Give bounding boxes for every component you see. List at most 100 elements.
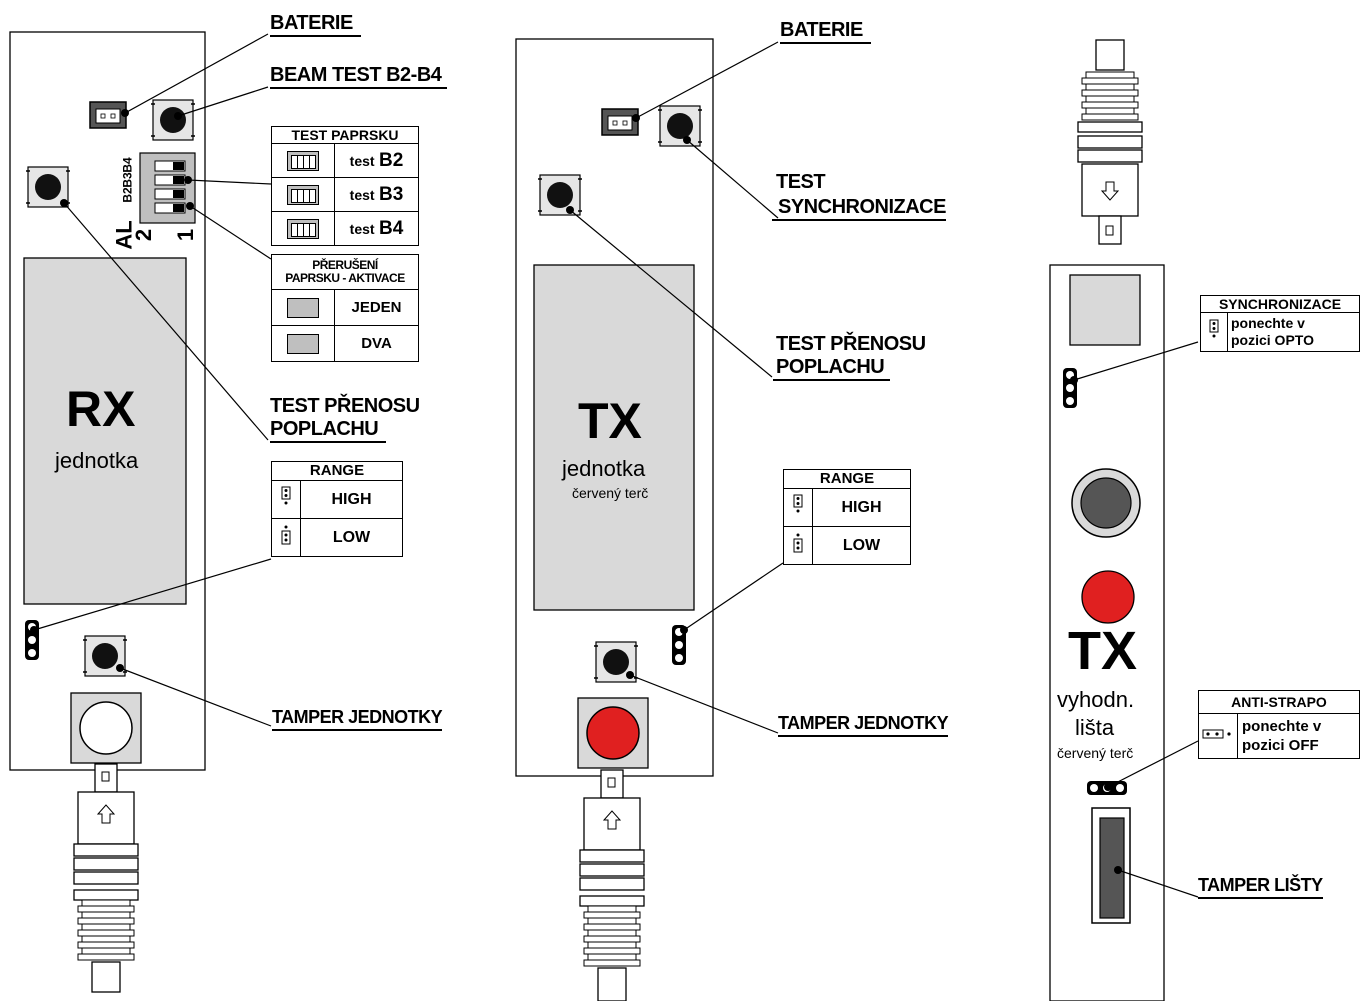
- jumper-opto-icon: [1209, 319, 1219, 337]
- table-row: DVA: [271, 325, 419, 362]
- rx-lens: [79, 701, 133, 755]
- dip-icon-cell: [271, 177, 335, 212]
- leader-lines: [33, 33, 1199, 898]
- table-row: test B3: [271, 177, 419, 212]
- sync-header: SYNCHRONIZACE: [1200, 295, 1360, 313]
- table-row: JEDEN: [271, 289, 419, 326]
- rx-baterie-label: BATERIE: [270, 12, 361, 37]
- dip-setting-icon: [287, 150, 319, 171]
- dip-icon-cell: [271, 143, 335, 178]
- rx-high-cell: HIGH: [300, 480, 403, 519]
- tx-red-target: [586, 706, 640, 760]
- tx-test-prenosu-label-1: TEST PŘENOSU: [776, 333, 926, 355]
- jumper-icon-cell: [1200, 312, 1228, 352]
- rx-range-header: RANGE: [271, 461, 403, 481]
- rx-tamper-label: TAMPER JEDNOTKY: [272, 706, 443, 731]
- rx-title: RX: [66, 381, 136, 437]
- anti-strapo-header: ANTI-STRAPO: [1198, 690, 1360, 714]
- dip-label-b4: B4: [120, 157, 135, 173]
- table-row: test B4: [271, 211, 419, 246]
- bar-subtitle-2: lišta: [1075, 715, 1115, 740]
- tx-range-table: RANGE HIGH LOW: [783, 469, 911, 565]
- jumper-icon-cell: [271, 480, 301, 519]
- rx-connector: [73, 763, 139, 993]
- test-paprsku-table: TEST PAPRSKU test B2: [271, 126, 419, 246]
- leader-dots: [30, 109, 1122, 874]
- tx-title: TX: [578, 393, 642, 449]
- rx-test-prenosu-label-2: POPLACHU: [270, 418, 387, 443]
- table-row: LOW: [783, 526, 911, 565]
- dip-setting-icon: [287, 184, 319, 205]
- tx-high-cell: HIGH: [812, 488, 911, 527]
- tx-subtitle-2: červený terč: [572, 485, 649, 501]
- jumper-icon-cell: [783, 488, 813, 527]
- jumper-high-icon: [281, 486, 291, 505]
- table-row: test B2: [271, 143, 419, 178]
- rx-dip-switch: [139, 152, 196, 224]
- bar-lens-inner: [1080, 477, 1132, 529]
- bar-unit: [1049, 39, 1165, 1001]
- rx-subtitle: jednotka: [55, 448, 139, 473]
- dip-label-b2: B2: [120, 187, 135, 203]
- table-row: LOW: [271, 518, 403, 557]
- bar-title: TX: [1068, 621, 1138, 681]
- jeden-cell: JEDEN: [334, 289, 419, 326]
- jumper-low-icon: [793, 533, 803, 553]
- rx-lens-window: [23, 257, 187, 605]
- dip-icon-cell: [271, 325, 335, 362]
- tx-test-sync-label-1: TEST: [776, 171, 826, 193]
- rx-range-table: RANGE HIGH LOW: [271, 461, 403, 557]
- tx-lens-window: [533, 264, 695, 611]
- table-row: HIGH: [783, 488, 911, 527]
- tx-test-prenosu-label-2: POPLACHU: [773, 356, 891, 381]
- tx-baterie-label: BATERIE: [780, 19, 871, 44]
- bar-red-target: [1081, 570, 1135, 624]
- rx-low-cell: LOW: [300, 518, 403, 557]
- bar-window: [1069, 274, 1141, 346]
- bar-tamper-label: TAMPER LIŠTY: [1198, 874, 1323, 899]
- jumper-icon-cell: [1198, 713, 1238, 759]
- test-b3-cell: test B3: [334, 177, 419, 212]
- dva-cell: DVA: [334, 325, 419, 362]
- rx-beam-test-label: BEAM TEST B2-B4: [270, 64, 448, 89]
- bar-tamper-switch: [1091, 807, 1131, 924]
- bar-subtitle-1: vyhodn.: [1057, 687, 1135, 712]
- dip-label-1: 1: [173, 228, 199, 242]
- dip-label-b3: B3: [120, 172, 135, 188]
- jumper-icon-cell: [783, 526, 813, 565]
- jumper-off-icon: [1202, 729, 1231, 739]
- tx-test-sync-label-2: SYNCHRONIZACE: [772, 196, 946, 221]
- table-row: HIGH: [271, 480, 403, 519]
- dip-icon-cell: [271, 289, 335, 326]
- bar-subtitle-3: červený terč: [1057, 745, 1134, 761]
- tx-range-header: RANGE: [783, 469, 911, 489]
- jumper-icon-cell: [271, 518, 301, 557]
- rx-test-prenosu-label-1: TEST PŘENOSU: [270, 395, 420, 417]
- jumper-high-icon: [793, 494, 803, 513]
- tx-unit: [515, 38, 714, 1001]
- test-paprsku-header: TEST PAPRSKU: [271, 126, 419, 144]
- jumper-low-icon: [281, 525, 291, 545]
- dip-label-2: 2: [131, 228, 157, 242]
- test-b2-cell: test B2: [334, 143, 419, 178]
- tx-connector: [579, 769, 645, 1001]
- test-b4-cell: test B4: [334, 211, 419, 246]
- tx-tamper-label: TAMPER JEDNOTKY: [778, 712, 949, 737]
- dip-setting-icon: [287, 218, 319, 239]
- bar-connector: [1077, 39, 1143, 245]
- dip-icon-cell: [271, 211, 335, 246]
- dip-setting-icon: [287, 333, 319, 354]
- tx-subtitle: jednotka: [562, 456, 646, 481]
- rx-unit: [9, 31, 206, 993]
- dip-setting-icon: [287, 297, 319, 318]
